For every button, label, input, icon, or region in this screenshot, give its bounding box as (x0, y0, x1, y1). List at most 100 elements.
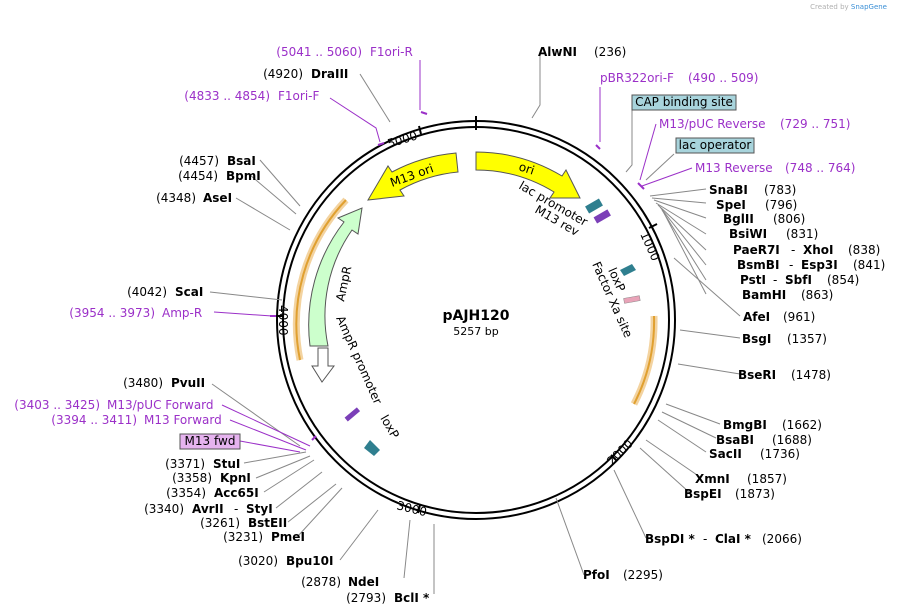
svg-text:(1736): (1736) (760, 447, 800, 461)
svg-text:AvrII: AvrII (192, 502, 224, 516)
svg-text:(796): (796) (765, 198, 797, 212)
svg-text:(783): (783) (764, 183, 796, 197)
svg-text:PfoI: PfoI (583, 568, 610, 582)
svg-text:AfeI: AfeI (743, 310, 770, 324)
primer-leader-lines (213, 60, 693, 453)
svg-text:(3340): (3340) (144, 502, 184, 516)
ampr-arrow (308, 207, 363, 347)
plasmid-length: 5257 bp (453, 325, 498, 338)
loxp-left-arrow (364, 440, 380, 456)
primer-m13-rev: M13 Reverse (695, 161, 773, 175)
svg-text:PstI: PstI (740, 273, 766, 287)
site-bseri: BseRI (1478) (738, 368, 831, 382)
ruler-ticks (276, 125, 658, 514)
svg-text:NdeI: NdeI (348, 575, 379, 589)
svg-text:BsiWI: BsiWI (729, 227, 767, 241)
site-snabi: SnaBI (783) (709, 183, 796, 197)
svg-text:(961): (961) (783, 310, 815, 324)
snapgene-brand: SnapGene (850, 3, 887, 11)
orf-arc-ampr-core (295, 199, 347, 361)
svg-text:(2066): (2066) (762, 532, 802, 546)
svg-text:(1873): (1873) (735, 487, 775, 501)
site-bcli: (2793) BclI * (346, 591, 430, 605)
svg-text:Acc65I: Acc65I (214, 486, 259, 500)
site-bsteii: (3261) BstEII (200, 516, 287, 530)
svg-text:BseRI: BseRI (738, 368, 776, 382)
svg-text:PaeR7I: PaeR7I (733, 243, 780, 257)
ampr-label: AmpR (333, 265, 354, 303)
svg-text:BspEI: BspEI (684, 487, 722, 501)
svg-text:PmeI: PmeI (271, 530, 305, 544)
site-pmei: (3231) PmeI (223, 530, 305, 544)
svg-text:(1478): (1478) (791, 368, 831, 382)
site-bspdi-clai: BspDI * - ClaI * (2066) (645, 532, 802, 546)
m13-fwd-label: M13 fwd (185, 434, 236, 448)
svg-text:AseI: AseI (203, 191, 232, 205)
svg-text:StuI: StuI (213, 457, 240, 471)
site-spei: SpeI (796) (716, 198, 797, 212)
primer-m13puc-rev: M13/pUC Reverse (659, 117, 766, 131)
site-leader-lines (209, 52, 741, 594)
site-afei: AfeI (961) (743, 310, 815, 324)
ruler-label-2000: 2000 (604, 437, 635, 468)
site-bsai: (4457) BsaI (179, 154, 256, 168)
site-asei: (4348) AseI (156, 191, 232, 205)
svg-text:ClaI *: ClaI * (715, 532, 752, 546)
svg-text:(3261): (3261) (200, 516, 240, 530)
site-alwni: AlwNI (236) (538, 45, 626, 59)
site-acc65i: (3354) Acc65I (166, 486, 259, 500)
ori-arrow (475, 151, 581, 199)
primer-m13puc-fwd-range: (3403 .. 3425) (14, 398, 100, 412)
svg-text:BclI *: BclI * (394, 591, 430, 605)
svg-text:XmnI: XmnI (695, 472, 730, 486)
svg-text:BspDI *: BspDI * (645, 532, 695, 546)
svg-text:(3231): (3231) (223, 530, 263, 544)
primer-m13-fwd-range: (3394 .. 3411) (51, 413, 137, 427)
svg-text:-: - (234, 502, 238, 516)
cap-binding-site-box (631, 94, 737, 111)
svg-text:ScaI: ScaI (175, 285, 203, 299)
primer-m13puc-fwd: M13/pUC Forward (107, 398, 214, 412)
orf-arc-right-core (633, 315, 656, 405)
primer-m13-fwd: M13 Forward (144, 413, 222, 427)
svg-text:BpmI: BpmI (226, 169, 261, 183)
cap-binding-site-label: CAP binding site (635, 95, 733, 109)
svg-text:(831): (831) (786, 227, 818, 241)
svg-text:SnaBI: SnaBI (709, 183, 748, 197)
loxp-left-label: loxP (377, 413, 401, 441)
site-xmni: XmnI (1857) (695, 472, 787, 486)
site-kpni: (3358) KpnI (172, 471, 251, 485)
svg-text:(1857): (1857) (747, 472, 787, 486)
svg-text:(841): (841) (853, 258, 885, 272)
ampr-promoter-label: AmpR promoter (333, 314, 385, 407)
svg-text:BglII: BglII (723, 212, 754, 226)
svg-text:(2878): (2878) (301, 575, 341, 589)
svg-text:(4920): (4920) (263, 67, 303, 81)
svg-text:(236): (236) (594, 45, 626, 59)
ori-label: ori (517, 160, 536, 178)
primer-f1ori-r: F1ori-R (370, 45, 413, 59)
site-paer7i-xhoi: PaeR7I - XhoI (838) (733, 243, 880, 257)
site-draiii: (4920) DraIII (263, 67, 348, 81)
snapgene-credit: Created by SnapGene (810, 3, 887, 11)
site-bglii: BglII (806) (723, 212, 805, 226)
svg-text:(854): (854) (827, 273, 859, 287)
site-bspei: BspEI (1873) (684, 487, 775, 501)
site-sacii: SacII (1736) (709, 447, 800, 461)
credit-prefix: Created by (810, 3, 849, 11)
site-bamhi: BamHI (863) (742, 288, 833, 302)
svg-text:SpeI: SpeI (716, 198, 746, 212)
site-psti-sbfi: PstI - SbfI (854) (740, 273, 859, 287)
svg-text:(4042): (4042) (127, 285, 167, 299)
svg-text:(3480): (3480) (123, 376, 163, 390)
svg-text:SacII: SacII (709, 447, 742, 461)
site-bsabi: BsaBI (1688) (716, 433, 812, 447)
svg-text:(806): (806) (773, 212, 805, 226)
m13-fwd-small-box (344, 407, 361, 422)
site-pfoi: PfoI (2295) (583, 568, 663, 582)
site-ndei: (2878) NdeI (301, 575, 379, 589)
svg-text:KpnI: KpnI (220, 471, 251, 485)
svg-text:-: - (703, 532, 707, 546)
svg-text:-: - (773, 273, 777, 287)
svg-text:BmgBI: BmgBI (723, 418, 767, 432)
